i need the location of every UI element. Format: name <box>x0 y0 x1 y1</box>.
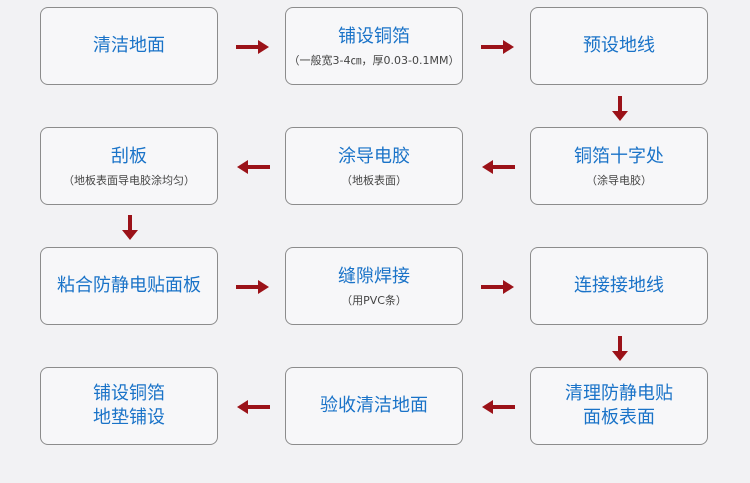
step-title: 清洁地面 <box>93 35 165 56</box>
step-note: （地板表面导电胶涂均匀） <box>63 173 195 187</box>
step-clean-floor: 清洁地面 <box>40 7 218 85</box>
arrow-down-icon <box>612 96 628 121</box>
step-title: 铜箔十字处 <box>574 145 664 167</box>
step-note: （地板表面） <box>341 173 407 187</box>
step-bond-panels: 粘合防静电贴面板 <box>40 247 218 325</box>
step-title: 粘合防静电贴面板 <box>57 275 201 296</box>
arrow-left-icon <box>482 400 515 414</box>
arrow-right-icon <box>236 40 269 54</box>
step-copper-cross: 铜箔十字处 （涂导电胶） <box>530 127 708 205</box>
step-preset-ground-wire: 预设地线 <box>530 7 708 85</box>
step-title: 验收清洁地面 <box>320 395 428 416</box>
step-note: （涂导电胶） <box>586 173 652 187</box>
step-title: 刮板 <box>111 145 147 167</box>
arrow-right-icon <box>481 40 514 54</box>
arrow-right-icon <box>236 280 269 294</box>
step-inspect-clean-floor: 验收清洁地面 <box>285 367 463 445</box>
step-lay-copper-foil: 铺设铜箔 （一般宽3-4㎝，厚0.03-0.1MM） <box>285 7 463 85</box>
step-title: 铺设铜箔 地垫铺设 <box>93 383 165 428</box>
arrow-down-icon <box>122 215 138 240</box>
step-title: 缝隙焊接 <box>338 265 410 287</box>
arrow-down-icon <box>612 336 628 361</box>
step-weld-seams: 缝隙焊接 （用PVC条） <box>285 247 463 325</box>
arrow-left-icon <box>237 400 270 414</box>
arrow-right-icon <box>481 280 514 294</box>
step-lay-copper-and-mat: 铺设铜箔 地垫铺设 <box>40 367 218 445</box>
step-title: 涂导电胶 <box>338 145 410 167</box>
arrow-left-icon <box>482 160 515 174</box>
step-title: 清理防静电贴 面板表面 <box>565 383 673 428</box>
step-note: （用PVC条） <box>341 293 407 307</box>
step-title: 连接接地线 <box>574 275 664 296</box>
step-connect-ground-wire: 连接接地线 <box>530 247 708 325</box>
step-note: （一般宽3-4㎝，厚0.03-0.1MM） <box>288 53 460 67</box>
step-clean-panel-surface: 清理防静电贴 面板表面 <box>530 367 708 445</box>
step-scrape: 刮板 （地板表面导电胶涂均匀） <box>40 127 218 205</box>
arrow-left-icon <box>237 160 270 174</box>
step-apply-conductive-glue: 涂导电胶 （地板表面） <box>285 127 463 205</box>
step-title: 预设地线 <box>583 35 655 56</box>
step-title: 铺设铜箔 <box>338 25 410 47</box>
